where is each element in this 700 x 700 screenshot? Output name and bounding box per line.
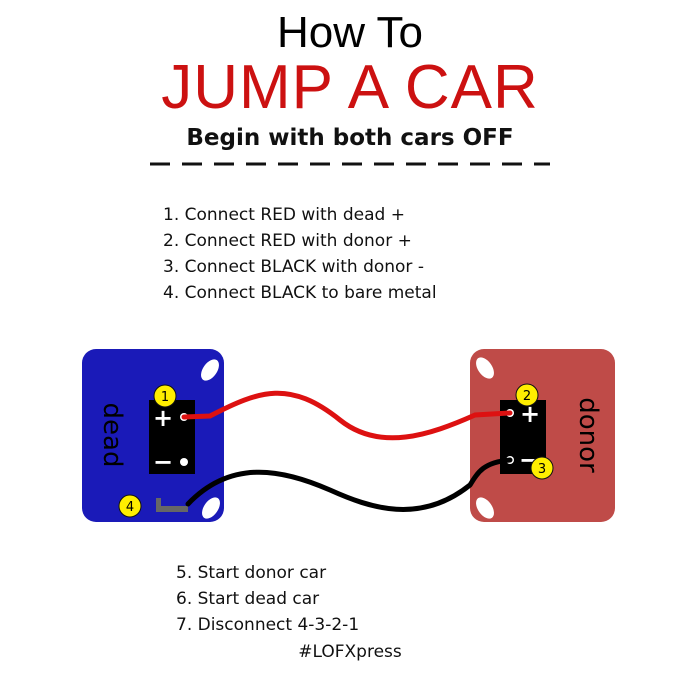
bare-metal-ground-edge [156, 498, 161, 512]
marker-4-label: 4 [126, 500, 134, 515]
title-jump-a-car: JUMP A CAR [161, 53, 539, 122]
dead-label: dead [97, 403, 127, 468]
dead-plus-symbol: + [153, 404, 173, 432]
dashed-divider [150, 162, 550, 166]
donor-plus-symbol: + [520, 400, 540, 428]
step-6: 6. Start dead car [176, 589, 320, 609]
steps-before-list: 1. Connect RED with dead + 2. Connect RE… [163, 202, 437, 306]
marker-2-label: 2 [523, 389, 531, 404]
step-7: 7. Disconnect 4-3-2-1 [176, 615, 360, 635]
step-2: 2. Connect RED with donor + [163, 231, 412, 251]
dead-minus-symbol: − [153, 448, 173, 476]
step-3: 3. Connect BLACK with donor - [163, 257, 424, 277]
red-cable [181, 390, 513, 441]
marker-4: 4 [118, 494, 142, 518]
step-4: 4. Connect BLACK to bare metal [163, 283, 437, 303]
steps-after-list: 5. Start donor car 6. Start dead car 7. … [176, 560, 359, 638]
title-how-to: How To [277, 8, 423, 57]
donor-label: donor [573, 397, 603, 473]
dead-minus-terminal [180, 458, 188, 466]
marker-3-label: 3 [538, 462, 546, 477]
marker-3: 3 [530, 456, 554, 480]
dead-battery-hole-bottom [202, 497, 220, 519]
subtitle: Begin with both cars OFF [186, 125, 514, 151]
donor-battery-hole-top [476, 357, 494, 379]
marker-1: 1 [153, 384, 177, 408]
hashtag-footer: #LOFXpress [298, 642, 402, 662]
marker-1-label: 1 [161, 390, 169, 405]
bare-metal-ground [156, 506, 188, 512]
marker-2: 2 [515, 383, 539, 407]
donor-battery-hole-bottom [476, 497, 494, 519]
jump-diagram: dead + − donor + − 1 2 3 4 [82, 349, 615, 522]
step-1: 1. Connect RED with dead + [163, 205, 405, 225]
step-5: 5. Start donor car [176, 563, 327, 583]
black-cable [185, 457, 513, 512]
dead-battery-hole-top [201, 359, 219, 381]
